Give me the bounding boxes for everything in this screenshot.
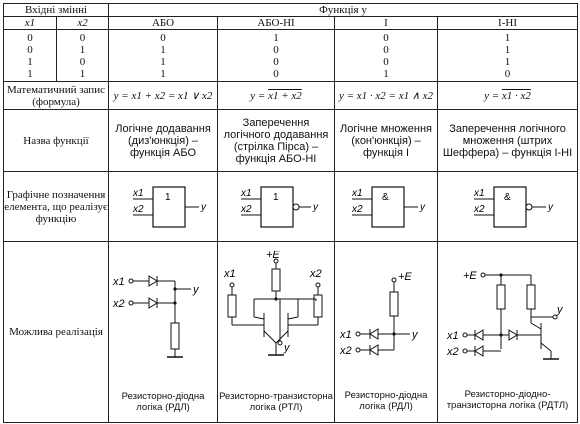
inputs-header: Вхідні змінні [2,3,110,17]
math-label: Математичний запис (формула) [2,81,110,110]
or-gate-symbol: 1 x1 x2 y [132,185,207,228]
svg-text:+E: +E [463,270,477,282]
caption-rtl: Резисторно-транзисторна логіка (РТЛ) [219,391,333,413]
svg-text:x2: x2 [351,204,363,215]
formula-nand: y = x1 · x2 [437,81,579,110]
col-x2: x2 [55,16,110,30]
svg-text:+E: +E [266,251,280,261]
col-x1: x1 [3,16,57,30]
name-and: Логічне множення (кон'юнкція) – функція … [334,109,439,172]
symbol-nand-cell: & x1 x2 y [437,171,579,242]
caption-rdtl: Резисторно-діодно-транзисторна логіка (Р… [446,389,569,411]
impl-or-cell: x1 x2 y Резисторно-діодна логіка (РДЛ) [108,241,219,423]
impl-nor-cell: +E x1 x2 y Резисторно-транзисторна логік… [217,241,336,423]
col-nand: І-НІ [437,16,579,30]
name-nor: Заперечення логічного додавання (стрілка… [217,109,336,172]
name-nand: Заперечення логічного множення (штрих Ше… [437,109,579,172]
caption-rdl: Резисторно-діодна логіка (РДЛ) [121,391,205,413]
svg-text:x1: x1 [339,329,352,341]
col-or: АБО [108,16,219,30]
impl-label: Можлива реалізація [2,241,110,423]
svg-text:x1: x1 [132,188,144,199]
svg-text:y: y [200,202,207,213]
svg-text:x2: x2 [240,204,252,215]
logic-functions-table: Вхідні змінні Функція y x1 x2 АБО АБО-НІ… [2,3,579,423]
svg-text:x2: x2 [309,268,322,280]
svg-text:y: y [312,202,319,213]
svg-text:y: y [556,304,564,316]
and-gate-symbol: & x1 x2 y [351,185,426,228]
col-and: І [334,16,439,30]
svg-text:y: y [411,329,419,341]
nand-gate-symbol: & x1 x2 y [473,185,554,228]
svg-text:y: y [547,202,554,213]
svg-text:x1: x1 [223,268,236,280]
svg-text:1: 1 [273,192,279,203]
caption-rdl-and: Резисторно-діодна логіка (РДЛ) [344,390,428,412]
impl-nand-cell: +E x1 x2 y Резисторно-діодно-транзисторн… [437,241,579,423]
col-nor: АБО-НІ [217,16,336,30]
svg-text:y: y [192,284,200,296]
formula-or: y = x1 + x2 = x1 ∨ x2 [108,81,219,110]
graphic-label: Графічне позначення елемента, що реалізу… [2,171,110,242]
formula-and: y = x1 · x2 = x1 ∧ x2 [334,81,439,110]
svg-text:x2: x2 [473,204,485,215]
svg-text:x1: x1 [446,330,459,342]
svg-text:x1: x1 [351,188,363,199]
rdl-and-circuit: +E x1 x2 y [339,271,419,357]
svg-text:&: & [382,192,389,203]
symbol-nor-cell: 1 x1 x2 y [217,171,336,242]
svg-text:x1: x1 [240,188,252,199]
name-or: Логічне додавання (диз'юнкція) – функція… [108,109,219,172]
rdtl-nand-circuit: +E x1 x2 y [446,270,564,360]
rtl-nor-circuit: +E x1 x2 y [223,251,323,356]
svg-text:+E: +E [398,271,412,283]
impl-and-cell: +E x1 x2 y Резисторно-діодна логіка (РДЛ… [334,241,439,423]
function-header: Функція y [108,3,579,17]
formula-nor: y = x1 + x2 [217,81,336,110]
nor-gate-symbol: 1 x1 x2 y [240,185,319,228]
symbol-or-cell: 1 x1 x2 y [108,171,219,242]
svg-text:x1: x1 [473,188,485,199]
svg-text:y: y [283,342,291,354]
svg-text:&: & [504,192,511,203]
svg-text:x2: x2 [132,204,144,215]
svg-text:x1: x1 [112,276,125,288]
svg-text:x2: x2 [446,346,459,358]
svg-text:y: y [419,202,426,213]
symbol-and-cell: & x1 x2 y [334,171,439,242]
svg-text:1: 1 [165,192,171,203]
name-label: Назва функції [2,109,110,172]
svg-text:x2: x2 [112,298,125,310]
svg-text:x2: x2 [339,345,352,357]
rdl-or-circuit: x1 x2 y [112,275,200,358]
